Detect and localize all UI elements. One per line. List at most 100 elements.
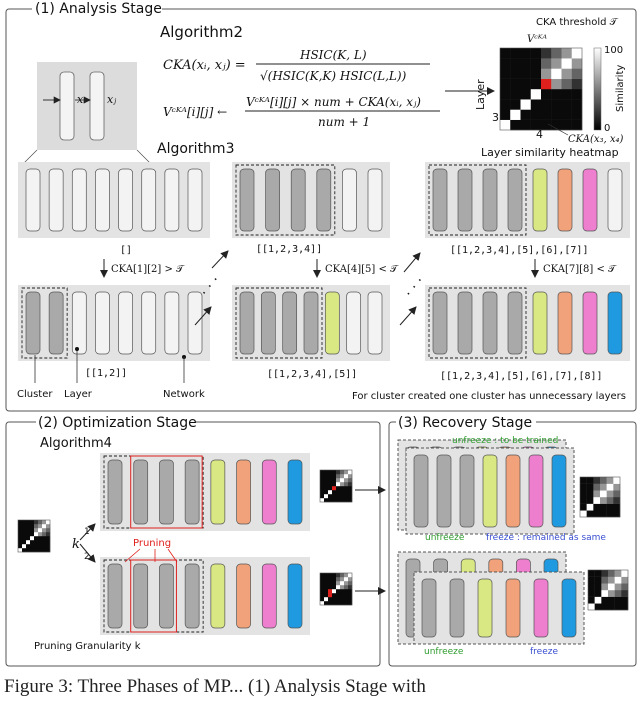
heatmap-cell: [336, 490, 341, 495]
layer-block: [607, 168, 623, 232]
heatmap-cell: [42, 548, 47, 553]
heatmap-cell: [600, 497, 607, 504]
layer-block: [184, 459, 200, 525]
layer-block: [290, 168, 306, 232]
heatmap-cell: [336, 474, 341, 479]
heatmap-cell: [324, 581, 329, 586]
heatmap-cell: [328, 597, 333, 602]
layer-block: [532, 168, 548, 232]
layer-block: [551, 454, 567, 528]
layer-block: [607, 291, 623, 355]
heatmap-cell: [348, 470, 353, 475]
heatmap-cell: [344, 597, 349, 602]
heatmap-cell: [601, 570, 609, 577]
layer-block: [507, 291, 523, 355]
heatmap-caption: Layer similarity heatmap: [481, 146, 619, 159]
heatmap-cell: [34, 532, 39, 537]
heatmap-cell: [340, 589, 345, 594]
heatmap-cell: [613, 510, 621, 518]
heatmap-cell: [621, 596, 629, 604]
heatmap-cell: [38, 532, 43, 537]
heatmap-cell: [324, 573, 329, 578]
heatmap-cell: [344, 482, 349, 487]
layer-block: [133, 459, 149, 525]
cka-equation-lhs: CKA(xᵢ, xⱼ) =: [163, 58, 246, 73]
heatmap-cell: [42, 536, 47, 541]
layer-pair-inset: [37, 62, 137, 150]
layer-block: [287, 459, 303, 525]
heatmap-cell: [320, 486, 325, 491]
recovered-heatmap-1: [579, 476, 621, 518]
svg-text:· · ·: · · ·: [402, 274, 429, 301]
heatmap-cell: [328, 498, 333, 503]
heatmap-cell: [340, 573, 345, 578]
heatmap-cell: [344, 470, 349, 475]
pruned-heatmap-2: [319, 572, 353, 606]
heatmap-cell: [344, 478, 349, 483]
heatmap-cell: [340, 486, 345, 491]
heatmap-cell: [621, 603, 629, 611]
heatmap-cell: [600, 477, 607, 484]
heatmap-cell: [320, 581, 325, 586]
heatmap-cell: [34, 544, 39, 549]
heatmap-cell: [340, 490, 345, 495]
heatmap-cell: [580, 497, 587, 504]
heatmap-cell: [606, 477, 614, 484]
heatmap-cell: [608, 583, 615, 591]
heatmap-cell: [340, 470, 345, 475]
heatmap-cell: [613, 477, 621, 484]
heatmap-cell: [510, 89, 521, 100]
layer-block: [239, 168, 255, 232]
heatmap-cell: [34, 536, 39, 541]
heatmap-cell: [614, 570, 622, 577]
heatmap-cell: [324, 601, 329, 606]
heatmap-cell: [510, 58, 521, 69]
heatmap-cell: [594, 603, 602, 611]
layer-block: [184, 563, 200, 629]
heatmap-cell: [344, 498, 349, 503]
heatmap-cell: [324, 478, 329, 483]
heatmap-cell: [580, 510, 587, 518]
heatmap-cell: [340, 597, 345, 602]
pruning-option-2: [100, 557, 310, 635]
heatmap-cell: [500, 78, 511, 90]
heatmap-cell: [38, 544, 43, 549]
layer-block: [118, 168, 133, 232]
heatmap-cell: [530, 48, 542, 59]
heatmap-cell: [38, 540, 43, 545]
unfreeze-label-2: unfreeze: [424, 647, 464, 657]
heatmap-cell: [621, 570, 629, 577]
heatmap-cell: [551, 89, 562, 100]
layer-block: [528, 454, 544, 528]
heatmap-cell: [541, 68, 552, 79]
heatmap-cell: [348, 474, 353, 479]
heatmap-cell: [336, 482, 341, 487]
heatmap-cell: [520, 89, 531, 100]
heatmap-cell: [324, 597, 329, 602]
layer-block: [436, 454, 452, 528]
heatmap-cell: [332, 585, 337, 590]
heatmap-cell: [551, 48, 562, 59]
heatmap-cell: [30, 520, 35, 525]
cka-equation-denominator: √(HSIC(K,K) HSIC(L,L)): [260, 69, 407, 83]
heatmap-cell: [614, 596, 622, 604]
heatmap-cell: [348, 577, 353, 582]
layer-block: [582, 168, 598, 232]
layer-block: [482, 291, 498, 355]
heatmap-cell: [594, 596, 602, 604]
heatmap-cell: [594, 576, 602, 584]
heatmap-cell: [22, 540, 27, 545]
heatmap-cell: [18, 524, 23, 529]
heatmap-cell: [18, 528, 23, 533]
heatmap-layer-axis-label: Layer: [474, 79, 487, 110]
heatmap-cell: [601, 590, 609, 597]
heatmap-cell: [332, 482, 337, 487]
heatmap-cell: [34, 528, 39, 533]
heatmap-cell: [621, 590, 629, 597]
heatmap-cell: [336, 581, 341, 586]
heatmap-cell: [340, 474, 345, 479]
layer-block: [367, 291, 383, 355]
heatmap-cell: [593, 503, 601, 511]
heatmap-cell: [328, 486, 333, 491]
layer-block: [449, 578, 465, 638]
